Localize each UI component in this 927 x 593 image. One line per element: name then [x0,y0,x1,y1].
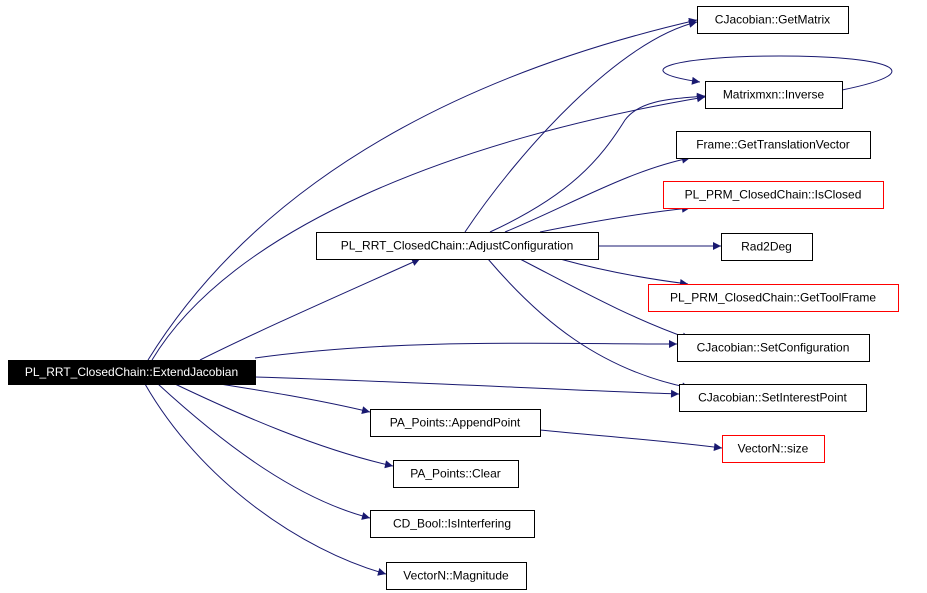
edge-arrow [487,258,691,391]
node-label-set-configuration: CJacobian::SetConfiguration [697,341,850,355]
node-label-vector-size: VectorN::size [738,442,809,456]
node-label-is-interfering: CD_Bool::IsInterfering [393,517,511,531]
node-magnitude[interactable]: VectorN::Magnitude [386,562,527,590]
edge-adjust-configuration-to-get-tool-frame [559,258,689,287]
node-is-closed[interactable]: PL_PRM_ClosedChain::IsClosed [663,181,884,209]
node-label-append-point: PA_Points::AppendPoint [390,416,521,430]
edge-extend-jacobian-to-set-configuration [254,339,678,359]
edge-arrow [144,383,387,576]
node-label-rad2deg: Rad2Deg [741,240,792,254]
node-get-tool-frame[interactable]: PL_PRM_ClosedChain::GetToolFrame [648,284,899,312]
edge-arrow [199,258,421,361]
edge-arrow [464,19,698,233]
edge-adjust-configuration-to-get-matrix [464,19,698,233]
edge-arrow [662,55,893,91]
edge-extend-jacobian-to-magnitude [144,383,387,576]
node-adjust-configuration[interactable]: PL_RRT_ClosedChain::AdjustConfiguration [316,232,599,260]
node-set-configuration[interactable]: CJacobian::SetConfiguration [677,334,870,362]
node-box [370,510,535,538]
edge-arrow [147,17,698,361]
node-box [648,284,899,312]
edge-adjust-configuration-to-get-translation-vector [504,155,691,233]
node-get-translation-vector[interactable]: Frame::GetTranslationVector [676,131,871,159]
node-box [8,360,256,385]
node-label-extend-jacobian: PL_RRT_ClosedChain::ExtendJacobian [25,365,238,379]
node-label-is-closed: PL_PRM_ClosedChain::IsClosed [685,188,862,202]
edge-extend-jacobian-to-adjust-configuration [199,258,421,361]
edge-extend-jacobian-to-inverse [151,94,706,361]
edge-adjust-configuration-to-set-configuration [519,258,691,341]
node-box [393,460,519,488]
node-label-get-tool-frame: PL_PRM_ClosedChain::GetToolFrame [670,291,876,305]
edge-arrow [174,383,394,469]
edge-arrow [539,429,723,451]
node-box [679,384,867,412]
node-rad2deg[interactable]: Rad2Deg [721,233,813,261]
edge-extend-jacobian-to-set-interest-point [254,376,680,398]
node-label-set-interest-point: CJacobian::SetInterestPoint [698,391,847,405]
node-set-interest-point[interactable]: CJacobian::SetInterestPoint [679,384,867,412]
edge-arrow [504,155,691,233]
node-extend-jacobian[interactable]: PL_RRT_ClosedChain::ExtendJacobian [8,360,256,385]
node-box [370,409,541,437]
node-vector-size[interactable]: VectorN::size [722,435,825,463]
edge-arrow [539,204,691,233]
edge-arrow [254,376,680,398]
node-box [697,6,849,34]
node-box [721,233,813,261]
node-box [316,232,599,260]
edge-arrow [219,383,371,415]
edge-adjust-configuration-to-is-closed [539,204,691,233]
edge-arrow [559,258,689,287]
edge-adjust-configuration-to-set-interest-point [487,258,691,391]
edge-inverse-to-inverse [662,55,893,91]
node-box [677,334,870,362]
node-box [705,81,843,109]
edge-append-point-to-vector-size [539,429,723,451]
node-clear[interactable]: PA_Points::Clear [393,460,519,488]
node-box [722,435,825,463]
edge-arrow [519,258,691,341]
node-inverse[interactable]: Matrixmxn::Inverse [705,81,843,109]
node-append-point[interactable]: PA_Points::AppendPoint [370,409,541,437]
node-label-adjust-configuration: PL_RRT_ClosedChain::AdjustConfiguration [341,239,574,253]
edge-arrow [157,383,371,520]
node-label-get-translation-vector: Frame::GetTranslationVector [696,138,850,152]
edge-extend-jacobian-to-clear [174,383,394,469]
node-label-clear: PA_Points::Clear [410,467,501,481]
edge-arrow [151,94,706,361]
edge-extend-jacobian-to-get-matrix [147,17,698,361]
node-box [676,131,871,159]
node-box [386,562,527,590]
node-box [663,181,884,209]
edge-adjust-configuration-to-inverse [489,92,706,233]
node-get-matrix[interactable]: CJacobian::GetMatrix [697,6,849,34]
node-is-interfering[interactable]: CD_Bool::IsInterfering [370,510,535,538]
node-label-inverse: Matrixmxn::Inverse [723,88,825,102]
edge-extend-jacobian-to-is-interfering [157,383,371,520]
edge-arrow [254,339,678,359]
node-label-get-matrix: CJacobian::GetMatrix [715,13,830,27]
node-label-magnitude: VectorN::Magnitude [403,569,509,583]
edge-arrow [489,92,706,233]
edge-extend-jacobian-to-append-point [219,383,371,415]
